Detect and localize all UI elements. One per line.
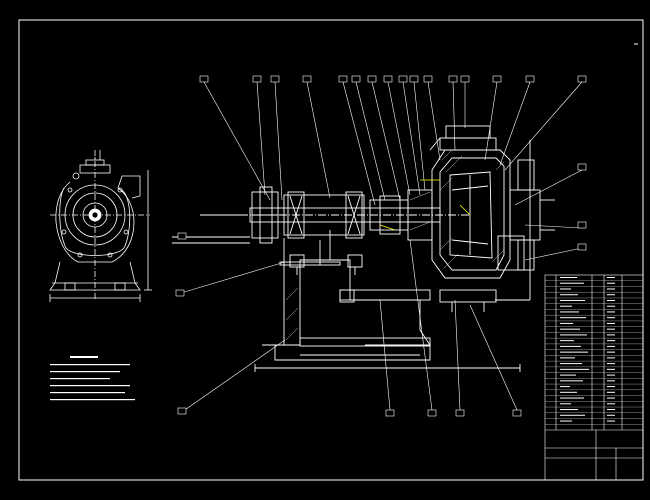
bom-row-material	[607, 294, 615, 296]
bom-text-marks	[560, 277, 615, 422]
bom-row-material	[607, 345, 615, 347]
bom-row-material	[607, 277, 615, 278]
bom-row-material	[607, 311, 615, 313]
bom-row-material	[607, 357, 615, 359]
bom-row-material	[607, 299, 615, 301]
bom-row-text	[560, 311, 579, 313]
bom-row-text	[560, 351, 588, 353]
bom-row-text	[560, 340, 574, 342]
bom-row-material	[607, 363, 615, 365]
bom-row-material	[607, 322, 615, 324]
bom-row-material	[607, 380, 615, 382]
bom-row-text	[560, 409, 578, 411]
bom-row-material	[607, 397, 615, 399]
bom-row-text	[560, 345, 581, 347]
bom-row-text	[560, 317, 586, 319]
bom-row-text	[560, 380, 583, 382]
accent-marks	[379, 179, 471, 231]
bom-row-text	[560, 299, 585, 301]
bom-row-text	[560, 328, 580, 330]
bom-row-text	[560, 414, 585, 416]
part-balloons	[175, 75, 587, 417]
bom-row-text	[560, 322, 573, 324]
bom-row-text	[560, 391, 577, 393]
bom-row-text	[560, 397, 584, 399]
bom-row-material	[607, 328, 615, 330]
bom-row-text	[560, 403, 571, 405]
bom-row-text	[560, 277, 577, 278]
bom-row-text	[560, 386, 570, 388]
bom-table	[544, 274, 644, 481]
bom-rows	[545, 280, 643, 425]
bom-row-text	[560, 357, 575, 359]
bom-row-material	[607, 374, 615, 376]
bom-row-text	[560, 374, 576, 376]
drawing-frame	[18, 19, 644, 481]
bom-row-material	[607, 340, 615, 342]
section-hatching	[285, 149, 505, 341]
bom-row-text	[560, 334, 587, 336]
bom-row-material	[607, 288, 615, 290]
bom-row-material	[607, 351, 615, 353]
bom-row-material	[607, 391, 615, 393]
bom-row-text	[560, 305, 572, 307]
bom-row-text	[560, 288, 571, 290]
bom-row-material	[607, 414, 615, 416]
bom-row-material	[607, 403, 615, 405]
leader-lines	[180, 81, 583, 413]
technical-notes	[50, 356, 135, 401]
bom-row-text	[560, 420, 572, 422]
pump-section	[172, 125, 555, 372]
bom-row-material	[607, 334, 615, 336]
bom-row-text	[560, 282, 584, 284]
end-view	[49, 150, 152, 302]
bom-row-material	[607, 386, 615, 388]
bom-row-text	[560, 363, 582, 365]
bom-row-material	[607, 317, 615, 319]
bom-row-text	[560, 368, 589, 370]
bom-row-material	[607, 420, 615, 422]
bom-row-material	[607, 368, 615, 370]
bom-row-material	[607, 409, 615, 411]
bom-row-text	[560, 294, 578, 296]
bom-row-material	[607, 282, 615, 284]
bom-row-material	[607, 305, 615, 307]
